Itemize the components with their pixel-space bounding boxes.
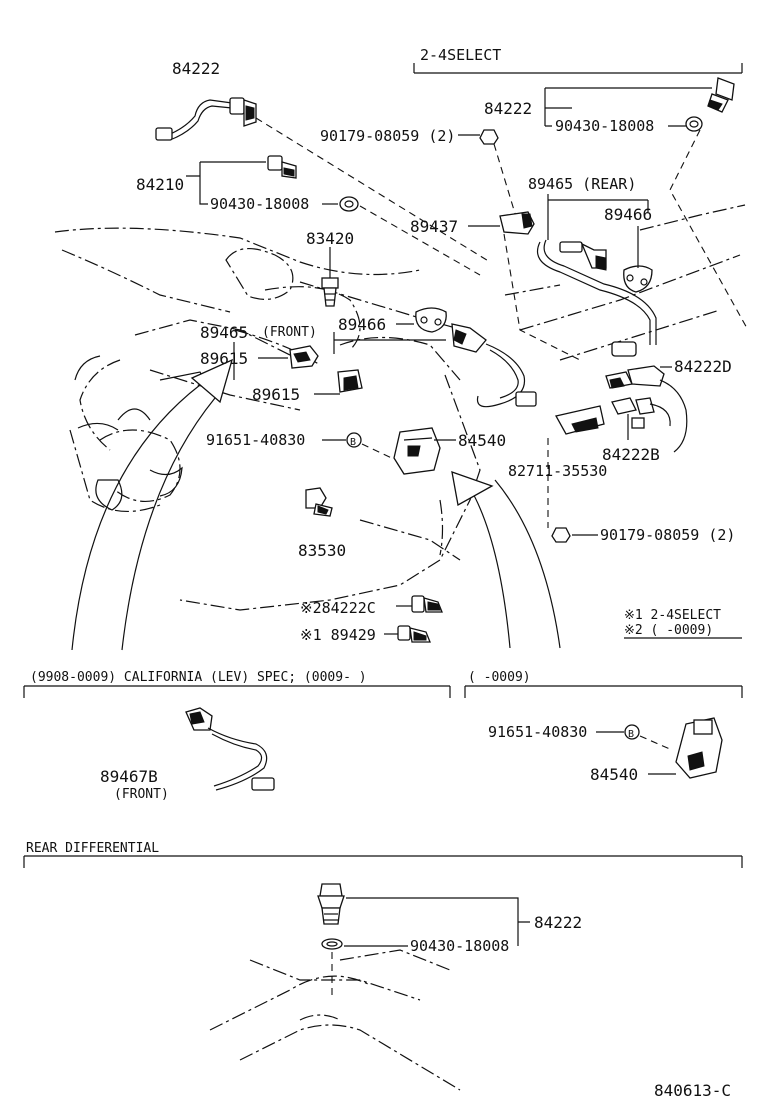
select-bracket (413, 63, 743, 74)
label-89615-b: 89615 (252, 385, 300, 404)
label-diagram-code: 840613-C (654, 1081, 731, 1100)
label-89429: ※1 89429 (300, 626, 376, 644)
svg-text:B: B (628, 729, 634, 740)
label-84540-mid: 84540 (458, 431, 506, 450)
label-84222-top-right: 84222 (484, 99, 532, 118)
connector-part-84222d (605, 365, 688, 453)
switch-part-84210 (267, 155, 297, 179)
label-91651-mid: 91651-40830 (206, 431, 305, 449)
label-83420: 83420 (306, 229, 354, 248)
label-90179-top: 90179-08059 (2) (320, 127, 455, 145)
sensor-part-84540-mid (393, 427, 441, 475)
label-84540-lower: 84540 (590, 765, 638, 784)
gasket-part-left (339, 196, 359, 212)
label-89465-rear: 89465 (REAR) (528, 175, 636, 193)
switch-part-84222c (411, 595, 443, 613)
label-rear-diff-header: REAR DIFFERENTIAL (26, 841, 159, 856)
label-90179-bottom: 90179-08059 (2) (600, 526, 735, 544)
sensor-part-89615-a (289, 345, 319, 369)
label-front-note-2: (FRONT) (114, 787, 169, 802)
label-84222c: ※284222C (300, 599, 376, 617)
oxygen-sensor-front-part (451, 323, 537, 408)
label-california-header: (9908-0009) CALIFORNIA (LEV) SPEC; (0009… (30, 670, 367, 685)
right-bracket (464, 685, 743, 698)
label-90430-rear: 90430-18008 (410, 937, 509, 955)
label-82711: 82711-35530 (508, 462, 607, 480)
label-right-header: ( -0009) (468, 670, 531, 685)
bracket-part-89437 (499, 211, 535, 235)
engine-fan (74, 355, 213, 511)
leader-89465-rear (547, 199, 649, 240)
clip-part-82711 (555, 405, 605, 435)
leader-84222-rear (344, 897, 530, 947)
label-84210: 84210 (136, 175, 184, 194)
oxygen-sensor-rear-part (536, 239, 657, 357)
callout-b-mid: B (346, 432, 362, 448)
connector-part-84222b (611, 397, 671, 429)
label-89467b: 89467B (100, 767, 158, 786)
label-84222-top-left: 84222 (172, 59, 220, 78)
label-89466-mid: 89466 (338, 315, 386, 334)
sensor-part-83420 (321, 247, 339, 307)
leader-84210 (186, 161, 266, 205)
label-83530: 83530 (298, 541, 346, 560)
differential-housing-outline (209, 949, 461, 1091)
callout-b-lower: B (624, 724, 640, 740)
gasket-part-89466-right (623, 265, 653, 293)
label-90430-top-right: 90430-18008 (555, 117, 654, 135)
leader-89465-front (333, 332, 446, 354)
switch-part-83530 (305, 487, 333, 517)
label-90430-left: 90430-18008 (210, 195, 309, 213)
switch-part-89429 (397, 625, 431, 643)
label-select-header: 2-4SELECT (420, 46, 501, 64)
leader-84222-top-right (544, 87, 712, 127)
gasket-part-right (685, 116, 703, 132)
switch-part-84222-right (707, 77, 735, 113)
label-89615-a: 89615 (200, 349, 248, 368)
label-91651-lower: 91651-40830 (488, 723, 587, 741)
label-89465-front: 89465 (200, 323, 248, 342)
bolt-part-bottom (551, 527, 571, 543)
leader-84222-top-left (255, 117, 491, 263)
gasket-part-rear (321, 938, 343, 950)
oxygen-sensor-89467b-part (185, 707, 275, 791)
arrow-left (71, 358, 234, 651)
sensor-part-84540-lower (675, 717, 723, 779)
label-89466-right: 89466 (604, 205, 652, 224)
label-84222d: 84222D (674, 357, 732, 376)
sensor-part-89615-b (337, 369, 363, 393)
label-89437: 89437 (410, 217, 458, 236)
bolt-part-top (479, 129, 499, 145)
label-84222-rear: 84222 (534, 913, 582, 932)
oxygen-sensor-wire-part (155, 97, 257, 141)
label-legend-1: ※1 2-4SELECT (624, 608, 721, 623)
rear-diff-bracket (23, 855, 743, 868)
switch-part-84222-rear (317, 883, 345, 925)
label-84222b: 84222B (602, 445, 660, 464)
label-legend-2: ※2 ( -0009) (624, 623, 713, 638)
svg-text:B: B (350, 437, 356, 448)
label-front-note: (FRONT) (262, 325, 317, 340)
california-bracket (23, 685, 451, 698)
arrow-right (451, 471, 561, 649)
gasket-part-89466-mid (415, 307, 447, 333)
